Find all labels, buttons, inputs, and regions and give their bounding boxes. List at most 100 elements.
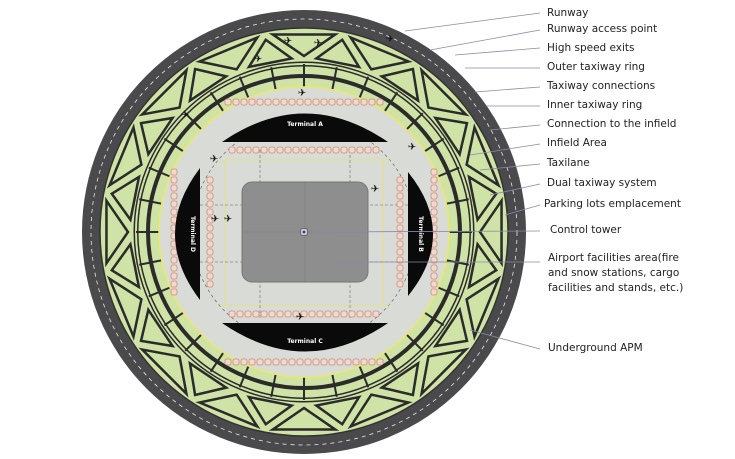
parking-stand <box>260 146 268 154</box>
green-triangles <box>105 33 503 431</box>
green-triangle <box>246 37 295 69</box>
parking-stand <box>312 98 320 106</box>
parking-stand <box>430 200 438 208</box>
runway-centerline <box>90 18 518 446</box>
parking-stand <box>206 280 214 288</box>
parking-stand <box>248 358 256 366</box>
green-triangle <box>105 196 130 268</box>
terminal-a-label: Terminal A <box>287 121 323 128</box>
taxiway-connection <box>437 286 460 298</box>
green-triangle <box>109 174 141 223</box>
parking-stand <box>170 184 178 192</box>
terminal-b <box>408 172 433 296</box>
green-triangle <box>467 174 499 223</box>
parking-stand <box>340 146 348 154</box>
leader-line <box>489 183 541 196</box>
parking-stand <box>272 98 280 106</box>
airplane-icon: ✈ <box>181 110 189 121</box>
parking-stand <box>206 208 214 216</box>
parking-stand <box>300 146 308 154</box>
parking-stand <box>368 98 376 106</box>
parking-stand <box>206 240 214 248</box>
green-triangle <box>465 123 502 189</box>
taxiway-connection <box>358 365 370 388</box>
parking-stand <box>224 98 232 106</box>
parking-stand <box>396 264 404 272</box>
airplane-icon: ✈ <box>254 54 262 65</box>
parking-stand <box>396 192 404 200</box>
label-inner-taxiway-ring: Inner taxiway ring <box>547 99 643 111</box>
airplane-icon: ✈ <box>408 142 416 153</box>
control-tower-dot <box>302 230 306 234</box>
taxiway-connection <box>446 259 469 266</box>
taxiway-connection <box>184 333 203 352</box>
parking-stand <box>430 264 438 272</box>
parking-stand <box>284 146 292 154</box>
airplane-icon: ✈ <box>284 36 292 47</box>
green-triangle <box>313 395 362 427</box>
airplane-icon: ✈ <box>298 88 306 99</box>
parking-stand <box>206 184 214 192</box>
parking-stand <box>280 358 288 366</box>
parking-stand <box>396 256 404 264</box>
green-triangle <box>419 66 470 117</box>
parking-stand <box>284 310 292 318</box>
parking-stand <box>348 146 356 154</box>
parking-stand <box>352 358 360 366</box>
parking-stand <box>336 358 344 366</box>
parking-stand <box>376 358 384 366</box>
parking-stand <box>272 358 280 366</box>
taxilanes <box>195 150 415 318</box>
label-underground-apm: Underground APM <box>548 342 643 354</box>
green-triangle <box>106 123 143 189</box>
green-triangle <box>432 306 469 348</box>
label-runway: Runway <box>547 7 589 19</box>
parking-stand <box>352 98 360 106</box>
parking-stand <box>280 98 288 106</box>
parking-stand <box>368 358 376 366</box>
leader-line <box>474 86 541 93</box>
parking-stand <box>396 232 404 240</box>
green-triangle <box>139 116 176 158</box>
airplane-icon: ✈ <box>224 214 232 225</box>
terminal-a <box>222 113 388 142</box>
parking-stand <box>360 98 368 106</box>
taxiway-connection <box>405 333 424 352</box>
parking-stand <box>288 358 296 366</box>
parking-stand <box>260 310 268 318</box>
label-high-speed-exits: High speed exits <box>547 42 635 54</box>
label-taxiway-connections: Taxiway connections <box>547 80 656 92</box>
parking-stand <box>296 358 304 366</box>
leader-line <box>429 29 541 51</box>
parking-stand <box>296 98 304 106</box>
taxiway-connection <box>383 352 399 373</box>
parking-stand <box>170 192 178 200</box>
terminal-b-label: Terminal B <box>417 216 424 252</box>
parking-stand <box>170 248 178 256</box>
parking-stand <box>396 224 404 232</box>
parking-stand <box>430 256 438 264</box>
terminal-c <box>222 323 388 352</box>
parking-stand <box>244 146 252 154</box>
green-triangle <box>478 196 503 268</box>
taxiway-connection <box>358 76 370 99</box>
taxiway-connection <box>331 67 338 90</box>
parking-stand <box>170 176 178 184</box>
taxiway-connection <box>405 112 424 131</box>
label-control-tower: Control tower <box>550 224 622 236</box>
taxiway-connection <box>446 198 469 205</box>
parking-stand <box>228 146 236 154</box>
leader-line <box>479 163 541 171</box>
terminal-c-label: Terminal C <box>287 338 323 345</box>
label-connection-to-infield: Connection to the infield <box>547 118 677 130</box>
parking-stand <box>170 264 178 272</box>
green-triangle <box>106 275 143 341</box>
parking-stand <box>206 232 214 240</box>
parking-stand <box>430 192 438 200</box>
parking-stand <box>324 146 332 154</box>
green-triangle <box>138 66 189 117</box>
parking-stand <box>332 310 340 318</box>
parking-stand <box>430 248 438 256</box>
taxiway-connection <box>209 91 225 112</box>
